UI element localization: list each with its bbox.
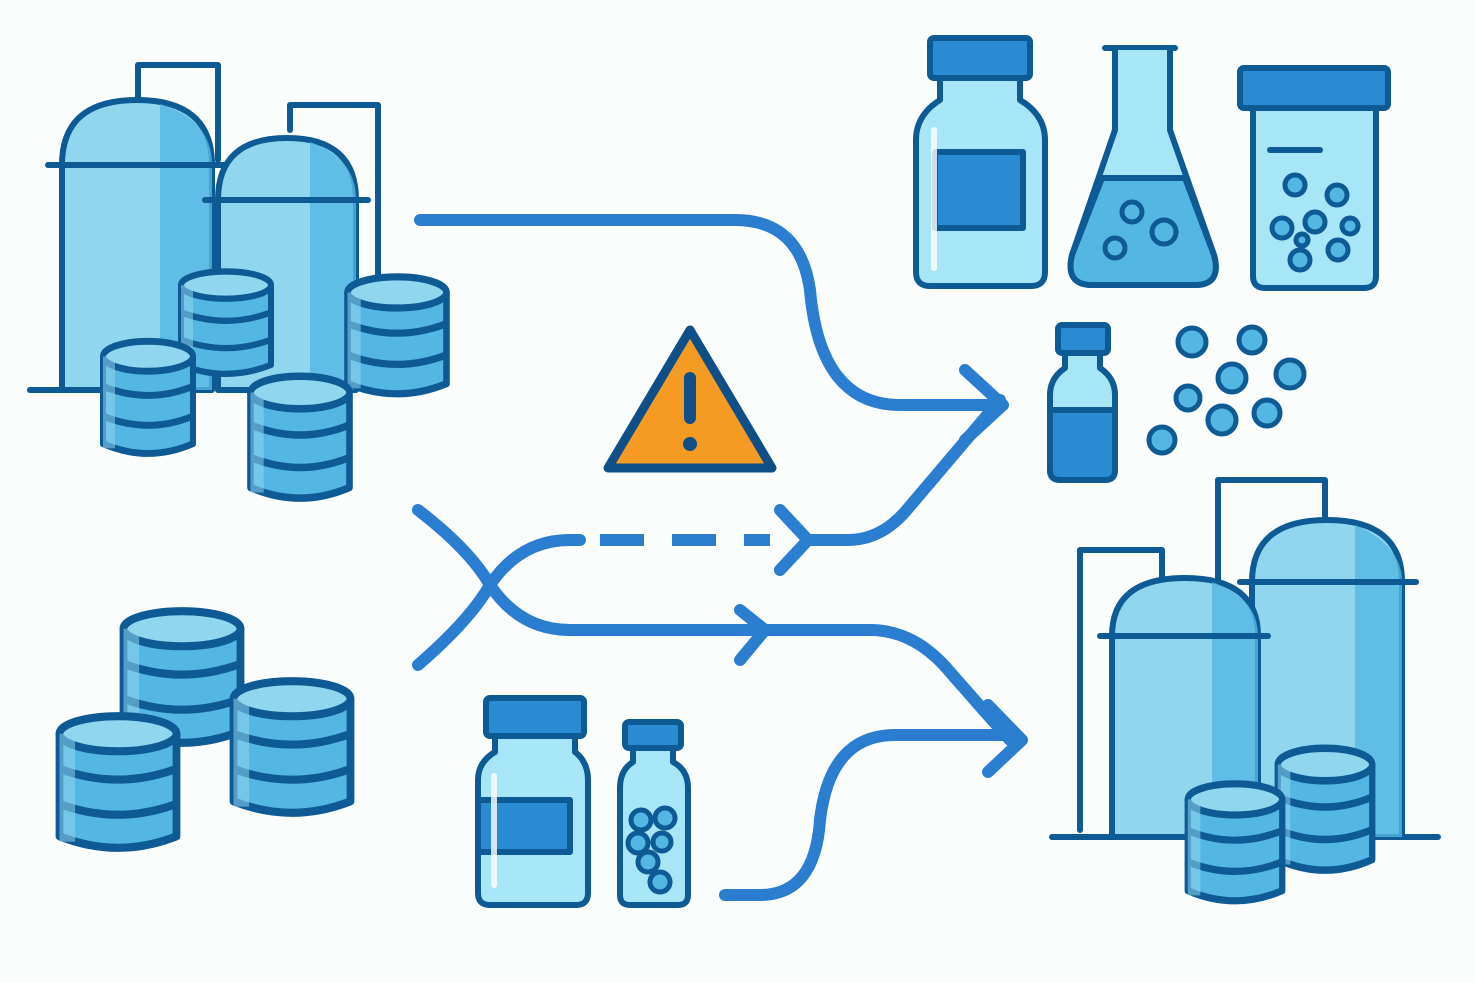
pill-vial-icon — [617, 719, 691, 908]
reagent-bottle-icon — [913, 35, 1048, 289]
flow-arrow-icon — [412, 214, 1028, 901]
warning-icon — [603, 325, 777, 473]
small-vial-icon — [1047, 322, 1118, 483]
erlenmeyer-flask-icon — [1067, 45, 1219, 288]
industrial-plant-icon — [27, 62, 447, 498]
pellets-icon — [1146, 324, 1307, 456]
drum-stack-icon — [60, 611, 351, 848]
industrial-plant-icon — [1049, 477, 1441, 901]
specimen-jar-icon — [1237, 65, 1391, 291]
medicine-bottle-icon — [475, 695, 591, 908]
